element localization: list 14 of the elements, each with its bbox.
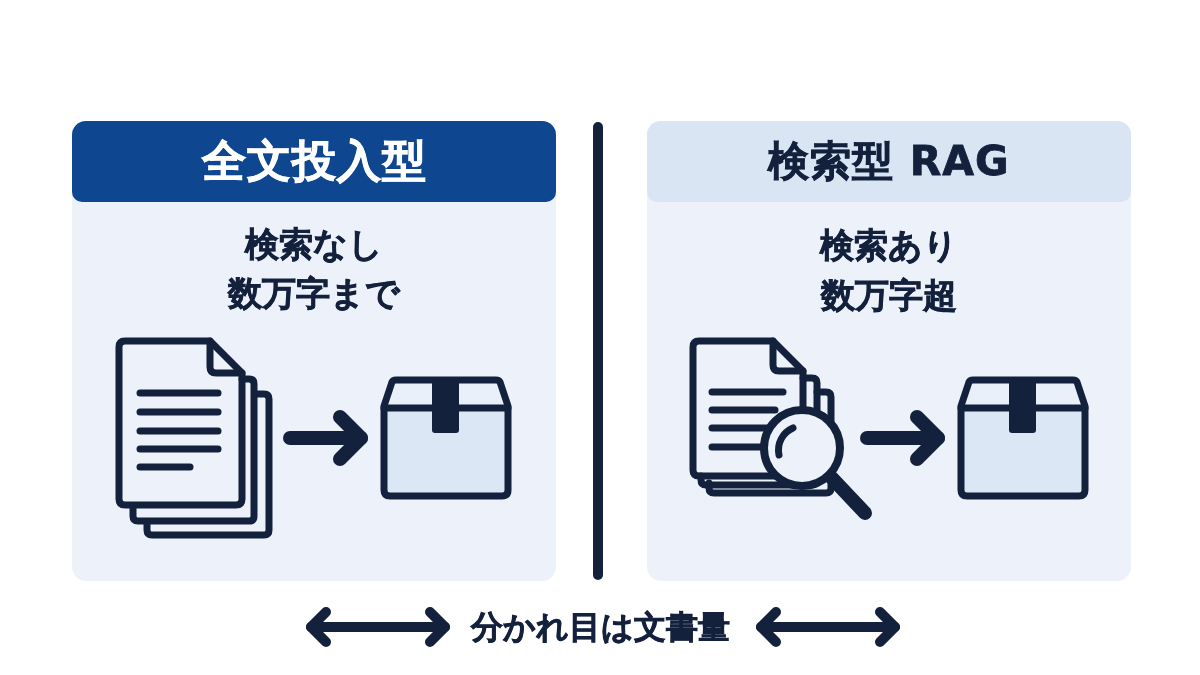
box-icon (380, 376, 512, 500)
header-band: 全文投入型 (72, 121, 556, 202)
document-stack-icon (115, 337, 273, 539)
body-text: 数万字まで (228, 276, 400, 310)
box-icon (957, 376, 1089, 500)
body-text: 数万字超 (821, 278, 957, 312)
panel (72, 121, 556, 581)
panel (647, 121, 1131, 581)
arrow (860, 410, 945, 466)
body-text: 検索なし (245, 227, 383, 261)
note-text: 分かれ目は文書量 (470, 611, 730, 643)
arrow (283, 410, 368, 466)
body-text: 検索あり (820, 228, 958, 262)
header-band: 検索型 RAG (647, 121, 1131, 202)
